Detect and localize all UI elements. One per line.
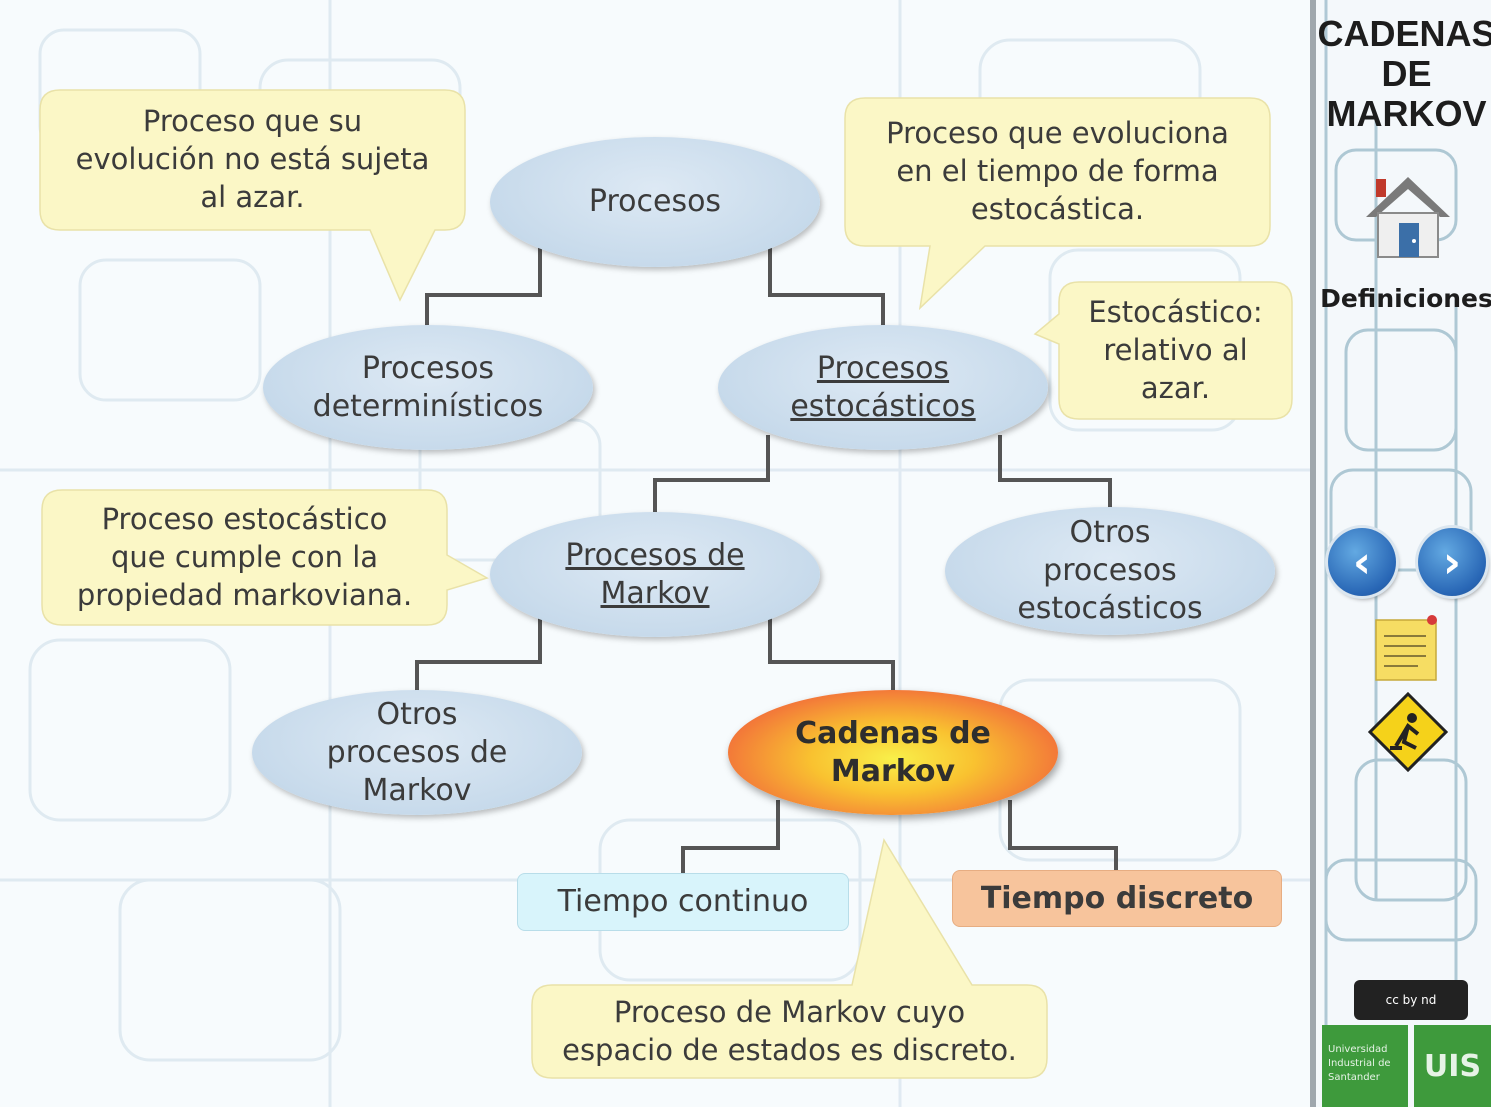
callout-line: en el tiempo de forma bbox=[896, 154, 1219, 188]
university-line: Industrial de bbox=[1328, 1058, 1391, 1069]
sidebar: CADENAS DE MARKOV Definiciones ‹ › bbox=[1310, 0, 1491, 1107]
node-label: procesos de bbox=[326, 734, 508, 770]
callout-line: espacio de estados es discreto. bbox=[562, 1033, 1017, 1067]
node-label: estocásticos bbox=[790, 388, 976, 424]
chevron-left-icon: ‹ bbox=[1352, 536, 1372, 588]
node-label: Tiempo continuo bbox=[557, 884, 809, 919]
node-label: estocásticos bbox=[1017, 591, 1203, 626]
title-line: DE bbox=[1381, 53, 1432, 94]
node-label: Markov bbox=[362, 772, 472, 808]
sidebar-pattern bbox=[1324, 0, 1478, 1107]
callout-deterministico: Proceso que su evolución no está sujeta … bbox=[39, 89, 466, 305]
node-label: Tiempo discreto bbox=[980, 880, 1254, 916]
callout-cadena: Proceso de Markov cuyo espacio de estado… bbox=[531, 838, 1048, 1079]
uis-logo-text: UIS bbox=[1423, 1048, 1482, 1084]
callout-line: propiedad markoviana. bbox=[76, 578, 413, 612]
node-label: Otros bbox=[376, 696, 458, 732]
node-label: Procesos bbox=[588, 184, 722, 219]
node-otros-procesos-de-markov: Otros procesos de Markov bbox=[252, 690, 582, 815]
title-line: CADENAS bbox=[1317, 13, 1491, 54]
title-line: MARKOV bbox=[1326, 93, 1487, 134]
node-procesos: Procesos bbox=[490, 137, 820, 267]
callout-line: Estocástico: bbox=[1088, 294, 1263, 329]
callout-line: Proceso que evoluciona bbox=[886, 116, 1229, 150]
license-badge[interactable]: cc by nd bbox=[1354, 980, 1468, 1020]
uis-logo: UIS bbox=[1414, 1025, 1491, 1107]
callout-line: al azar. bbox=[200, 180, 305, 214]
node-label: procesos bbox=[1043, 553, 1177, 588]
node-label: Cadenas de bbox=[795, 715, 991, 751]
callout-line: Proceso que su bbox=[142, 104, 363, 138]
callout-estocastico: Proceso que evoluciona en el tiempo de f… bbox=[844, 97, 1271, 311]
callout-line: estocástica. bbox=[970, 192, 1145, 226]
concept-map-canvas: Proceso que su evolución no está sujeta … bbox=[0, 0, 1310, 1107]
under-construction-icon[interactable] bbox=[1367, 691, 1449, 773]
node-procesos-de-markov-link[interactable]: Procesos de Markov bbox=[490, 512, 820, 637]
university-line: Universidad bbox=[1328, 1044, 1388, 1055]
prev-button[interactable]: ‹ bbox=[1328, 528, 1396, 596]
callout-line: Proceso estocástico bbox=[101, 502, 388, 536]
university-name: Universidad Industrial de Santander bbox=[1322, 1025, 1408, 1107]
node-procesos-estocasticos-link[interactable]: Procesos estocásticos bbox=[718, 325, 1048, 450]
callout-line: relativo al bbox=[1103, 332, 1248, 367]
next-button[interactable]: › bbox=[1418, 528, 1486, 596]
callout-line: azar. bbox=[1140, 370, 1211, 405]
node-tiempo-discreto: Tiempo discreto bbox=[952, 870, 1282, 927]
sticky-note-icon[interactable] bbox=[1374, 614, 1442, 682]
callout-markov: Proceso estocástico que cumple con la pr… bbox=[41, 489, 489, 626]
university-line: Santander bbox=[1328, 1072, 1380, 1083]
node-label: Procesos bbox=[361, 350, 495, 386]
node-tiempo-continuo: Tiempo continuo bbox=[517, 873, 849, 931]
house-icon[interactable] bbox=[1366, 175, 1450, 259]
node-otros-procesos-estocasticos: Otros procesos estocásticos bbox=[945, 507, 1275, 635]
node-label: Procesos bbox=[816, 350, 950, 386]
license-text: cc by nd bbox=[1385, 993, 1437, 1007]
node-label: Markov bbox=[830, 753, 956, 789]
callout-line: que cumple con la bbox=[110, 540, 379, 574]
node-label: Otros bbox=[1069, 515, 1151, 550]
definitions-link[interactable]: Definiciones bbox=[1320, 284, 1491, 313]
node-procesos-deterministicos: Procesos determinísticos bbox=[263, 325, 593, 450]
callout-azar: Estocástico: relativo al azar. bbox=[1033, 281, 1293, 420]
callout-line: evolución no está sujeta bbox=[75, 142, 430, 176]
chevron-right-icon: › bbox=[1442, 536, 1462, 588]
node-cadenas-de-markov: Cadenas de Markov bbox=[728, 690, 1058, 815]
node-label: Procesos de bbox=[565, 537, 745, 573]
node-label: Markov bbox=[600, 575, 710, 611]
node-label: determinísticos bbox=[312, 388, 544, 424]
connector-lines bbox=[415, 245, 1118, 875]
sidebar-title: CADENAS DE MARKOV bbox=[1316, 14, 1491, 134]
callout-line: Proceso de Markov cuyo bbox=[613, 995, 966, 1029]
